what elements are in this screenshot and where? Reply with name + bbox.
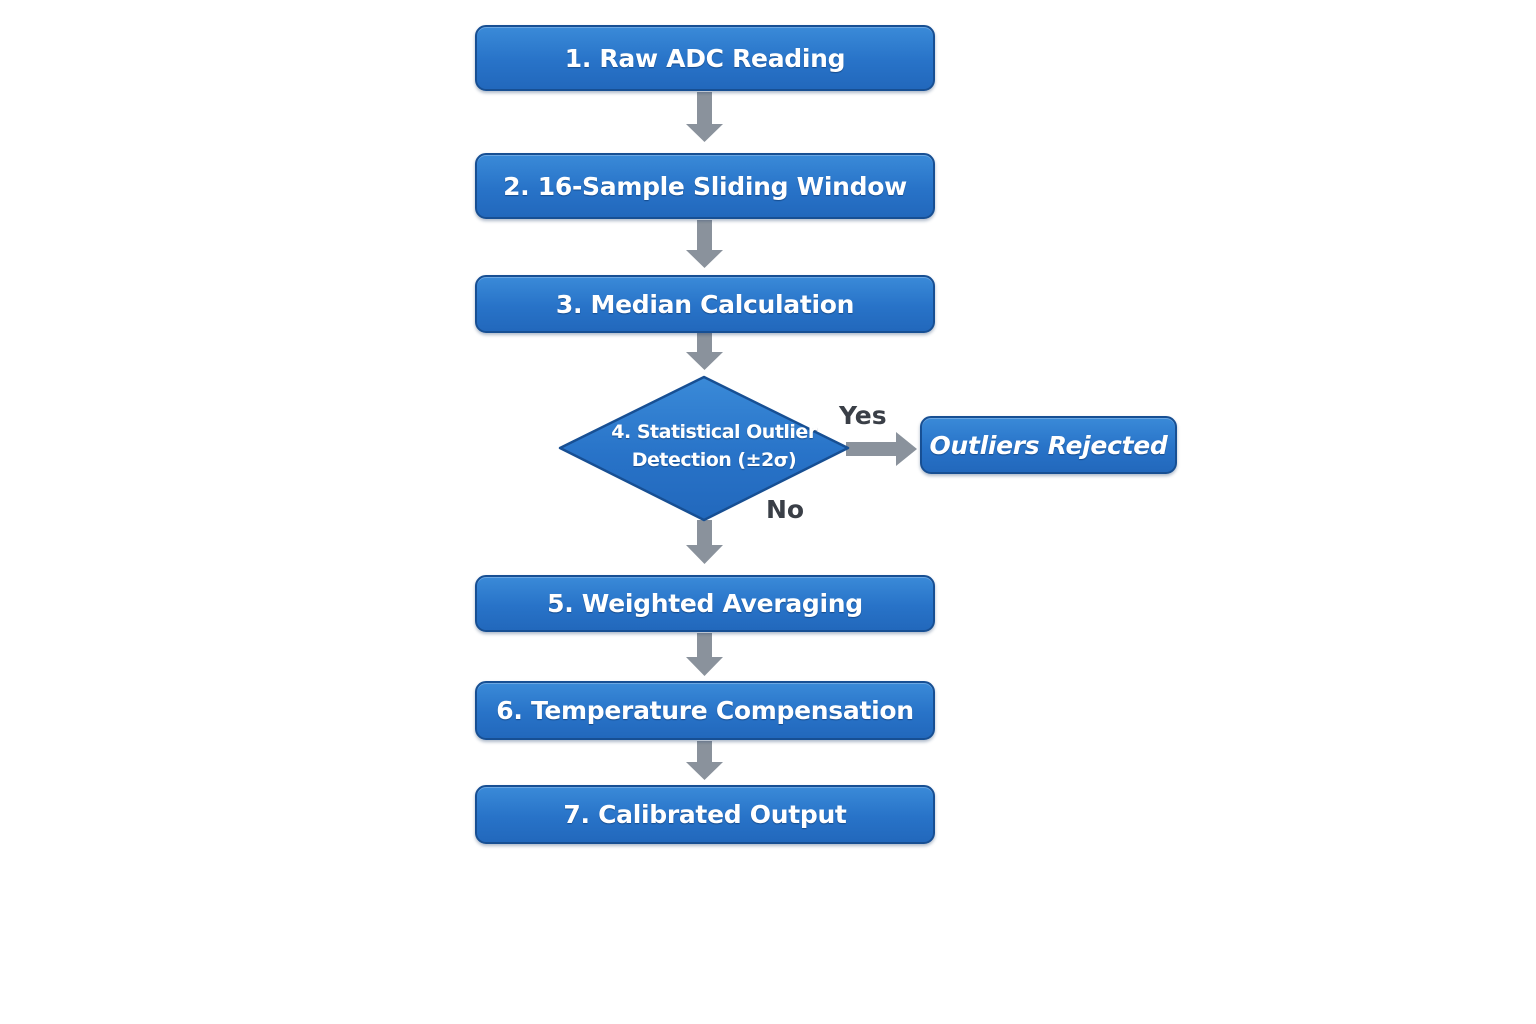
step-median-box: 3. Median Calculation bbox=[475, 275, 935, 333]
decision-label-line2: Detection (±2σ) bbox=[631, 449, 797, 471]
arrow-temp-to-calibrated bbox=[686, 741, 723, 780]
arrow-outlier-to-rejected bbox=[846, 432, 917, 466]
step-sliding-window-label: 2. 16-Sample Sliding Window bbox=[503, 171, 907, 201]
arrow-window-to-median bbox=[686, 220, 723, 268]
step-calibrated-label: 7. Calibrated Output bbox=[563, 800, 847, 829]
step-raw-adc-label: 1. Raw ADC Reading bbox=[564, 43, 846, 73]
step-weighted-avg-box: 5. Weighted Averaging bbox=[475, 575, 935, 632]
arrow-median-to-outlier bbox=[686, 333, 723, 370]
step-weighted-avg-label: 5. Weighted Averaging bbox=[547, 589, 863, 618]
step-raw-adc-box: 1. Raw ADC Reading bbox=[475, 25, 935, 91]
outliers-rejected-box: Outliers Rejected bbox=[920, 416, 1177, 474]
step-calibrated-box: 7. Calibrated Output bbox=[475, 785, 935, 844]
decision-diamond bbox=[558, 375, 850, 522]
outliers-rejected-label: Outliers Rejected bbox=[929, 430, 1168, 460]
arrow-raw-to-window bbox=[686, 92, 723, 142]
step-sliding-window-box: 2. 16-Sample Sliding Window bbox=[475, 153, 935, 219]
decision-label: 4. Statistical Outlier Detection (±2σ) bbox=[604, 418, 824, 474]
yes-label: Yes bbox=[839, 401, 887, 430]
step-temp-comp-box: 6. Temperature Compensation bbox=[475, 681, 935, 740]
step-temp-comp-label: 6. Temperature Compensation bbox=[496, 696, 914, 725]
arrow-outlier-to-weighted bbox=[686, 520, 723, 564]
step-median-label: 3. Median Calculation bbox=[555, 289, 855, 319]
arrow-weighted-to-temp bbox=[686, 633, 723, 676]
decision-label-line1: 4. Statistical Outlier bbox=[611, 421, 817, 443]
no-label: No bbox=[766, 495, 805, 524]
